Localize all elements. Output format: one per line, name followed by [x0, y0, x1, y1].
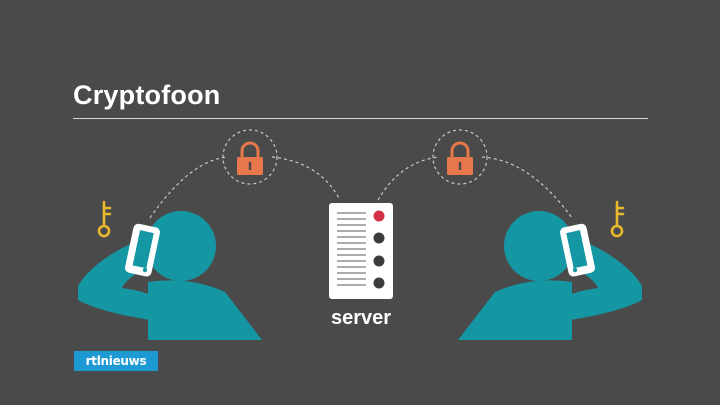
server-status-light	[373, 210, 385, 222]
phone-icon	[560, 223, 595, 277]
person-icon	[78, 211, 262, 340]
server-label: server	[330, 307, 392, 329]
page-title: Cryptofoon	[73, 80, 221, 110]
title-divider	[73, 118, 648, 119]
person-icon	[458, 211, 642, 340]
key-icon	[610, 200, 625, 238]
lock-circle-left	[222, 129, 278, 185]
rtl-nieuws-logo: rtlnieuws	[74, 351, 158, 371]
server-indicator-light	[373, 232, 385, 244]
padlock-icon	[237, 141, 263, 175]
phone-icon	[125, 223, 160, 277]
server-indicator-light	[373, 255, 385, 267]
connection-arc-right	[377, 156, 573, 219]
server-icon	[329, 203, 393, 299]
lock-circle-right	[432, 129, 488, 185]
key-icon	[97, 200, 112, 238]
server-indicator-light	[373, 277, 385, 289]
padlock-icon	[447, 141, 473, 175]
connection-arc-left	[149, 156, 341, 219]
